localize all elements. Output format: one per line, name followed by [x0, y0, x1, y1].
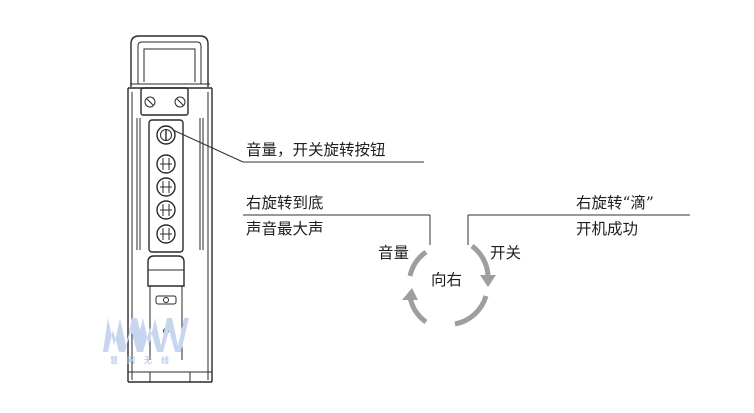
left-bottom-label: 声音最大声 [246, 220, 324, 238]
port-1-icon [156, 154, 176, 174]
knob-label: 音量，开关旋转按钮 [246, 141, 386, 159]
watermark-char: 慧 [110, 356, 127, 365]
rotate-knob-icon [156, 125, 176, 145]
knob-leader-line [172, 129, 244, 163]
mounting-plate [140, 87, 189, 116]
direction-label: 向右 [431, 271, 463, 289]
port-2-icon [156, 177, 176, 197]
screw-right-icon [174, 96, 186, 108]
circular-arrows-icon [402, 243, 496, 327]
volume-label: 音量 [378, 244, 410, 262]
watermark-char: 网 [127, 356, 144, 365]
screw-left-icon [144, 96, 156, 108]
watermark-text: 慧网无线 [110, 352, 178, 370]
label-leader-lines [243, 214, 690, 245]
watermark-logo [103, 318, 189, 352]
port-3-icon [156, 200, 176, 220]
power-label: 开关 [490, 244, 522, 262]
device-handle [128, 35, 212, 89]
watermark-char: 线 [161, 356, 178, 365]
right-top-label: 右旋转“滴” [576, 194, 654, 212]
right-bottom-label: 开机成功 [576, 220, 639, 238]
port-4-icon [156, 224, 176, 244]
watermark-char: 无 [144, 356, 161, 365]
left-top-label: 右旋转到底 [246, 194, 324, 212]
control-panel [148, 119, 184, 253]
